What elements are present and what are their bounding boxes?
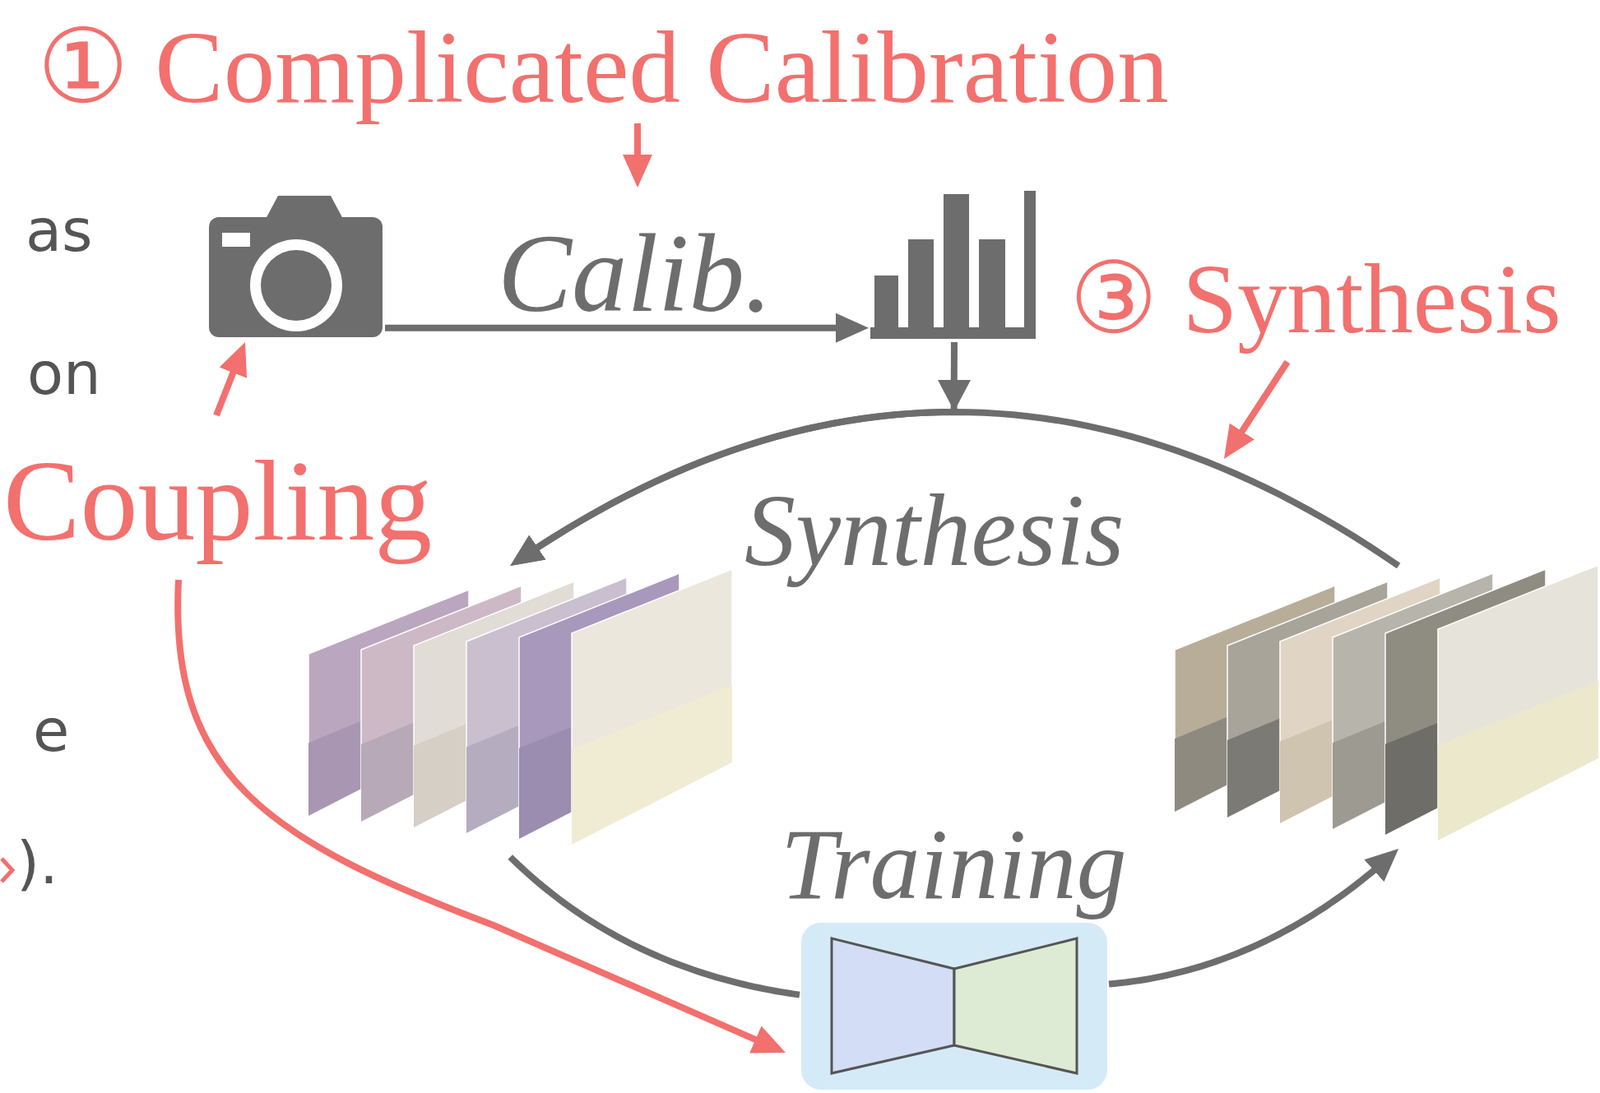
camera-body <box>208 217 383 338</box>
network-block <box>799 921 1109 1092</box>
edge-label: Synthesis <box>744 480 1125 583</box>
histogram-icon <box>868 187 1040 343</box>
leader-arrow <box>216 356 240 416</box>
cropped-text: as <box>25 200 93 260</box>
image-stack <box>1171 565 1600 849</box>
histogram-bar <box>874 275 899 330</box>
camera-lens <box>260 250 332 321</box>
decoder-shape <box>954 938 1077 1074</box>
cropped-text: on <box>27 343 102 404</box>
histogram-icon <box>868 187 1040 343</box>
histogram-bar <box>943 194 970 330</box>
camera-icon <box>207 189 385 341</box>
network-block <box>799 921 1109 1092</box>
histogram-bar <box>978 239 1006 330</box>
image-card <box>1437 565 1599 841</box>
flow-arrow <box>510 857 800 996</box>
camera-icon <box>207 189 385 341</box>
leader-arrow <box>634 123 641 173</box>
cropped-text: ). <box>16 833 59 893</box>
camera-flash <box>222 232 251 247</box>
image-region <box>1437 681 1599 841</box>
image-region <box>571 685 733 845</box>
image-card <box>571 569 733 845</box>
leader-arrow <box>1232 361 1288 447</box>
image-stack <box>304 565 739 858</box>
image-stack <box>1171 565 1600 849</box>
cropped-text: e <box>32 700 70 761</box>
image-stack <box>304 565 739 858</box>
network-panel <box>801 922 1108 1090</box>
image-card <box>1437 565 1599 841</box>
camera-lens <box>250 239 343 332</box>
problem-heading: ① Complicated Calibration <box>37 16 1169 120</box>
edge-label: Training <box>780 814 1127 915</box>
edge-label: Calib. <box>497 217 773 330</box>
flow-arrow <box>1108 858 1388 985</box>
arrow-glyph <box>1 858 13 882</box>
problem-label: ③ Synthesis <box>1069 250 1562 349</box>
histogram-axis <box>1024 190 1036 339</box>
camera-top <box>264 195 344 221</box>
histogram-axis <box>870 327 1036 339</box>
image-card <box>571 569 733 845</box>
problem-label: Coupling <box>3 443 432 559</box>
histogram-bar <box>908 239 934 330</box>
encoder-shape <box>831 938 955 1074</box>
